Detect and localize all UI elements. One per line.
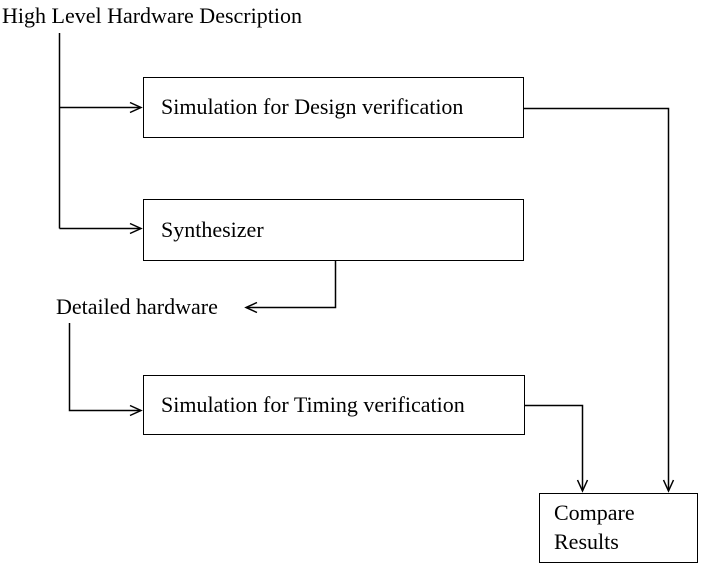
detailed-hardware-label: Detailed hardware [56,294,218,319]
arrow-synthesizer-to-detailed-hw [244,261,337,314]
timing-simulation-box: Simulation for Timing verification [143,375,525,435]
timing-simulation-label: Simulation for Timing verification [161,391,465,417]
synthesizer-box: Synthesizer [143,199,524,261]
arrow-detailed-hw-to-timing-sim [68,323,143,417]
design-simulation-box: Simulation for Design verification [143,77,524,138]
synthesizer-label: Synthesizer [161,216,264,242]
compare-results-label: Compare Results [554,500,635,554]
high-level-hardware-description-label: High Level Hardware Description [2,3,302,28]
arrow-design-sim-to-compare [524,107,675,493]
compare-results-box: Compare Results [539,493,698,563]
design-simulation-label: Simulation for Design verification [161,94,464,120]
arrow-timing-sim-to-compare [525,404,589,493]
